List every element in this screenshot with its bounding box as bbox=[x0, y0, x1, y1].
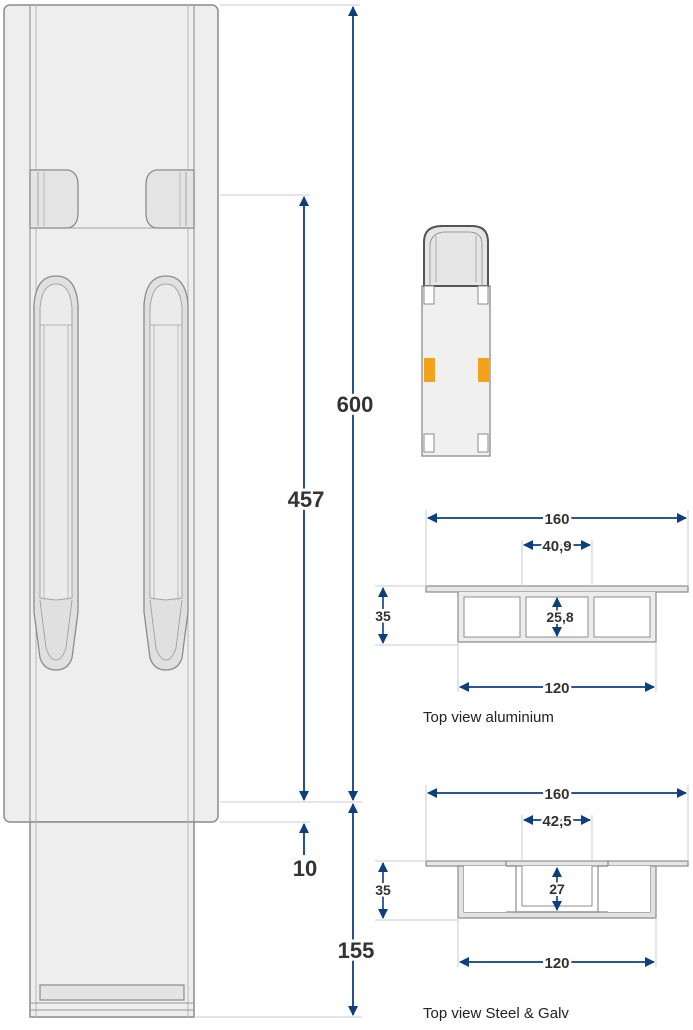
ramp-side-view bbox=[3, 4, 219, 1018]
extension-lines-side bbox=[196, 4, 362, 1018]
steel-dim-base: 120 bbox=[544, 955, 569, 972]
aluminium-dim-width: 160 bbox=[544, 511, 569, 528]
stop-block-left bbox=[29, 169, 79, 229]
marker-left bbox=[424, 358, 435, 382]
aluminium-dim-height: 35 bbox=[375, 608, 391, 624]
steel-dim-inner-height: 27 bbox=[549, 881, 565, 897]
grip-slot-left bbox=[33, 275, 79, 671]
aluminium-caption: Top view aluminium bbox=[423, 709, 554, 726]
steel-caption: Top view Steel & Galv bbox=[423, 1005, 569, 1022]
dim-label-457: 457 bbox=[288, 487, 325, 512]
steel-dim-height: 35 bbox=[375, 882, 391, 898]
end-cap bbox=[30, 984, 194, 1011]
aluminium-dim-base: 120 bbox=[544, 680, 569, 697]
vehicle-top-view-icon bbox=[421, 225, 491, 457]
stop-block-right bbox=[145, 169, 195, 229]
steel-dim-width: 160 bbox=[544, 786, 569, 803]
aluminium-dim-inner-height: 25,8 bbox=[546, 609, 573, 625]
steel-dim-slot: 42,5 bbox=[542, 813, 571, 830]
marker-right bbox=[478, 358, 489, 382]
grip-slot-right bbox=[143, 275, 189, 671]
steel-extension-lines bbox=[375, 785, 689, 967]
aluminium-extension-lines bbox=[375, 510, 689, 692]
aluminium-dim-slot: 40,9 bbox=[542, 538, 571, 555]
dim-label-600: 600 bbox=[337, 392, 374, 417]
dim-label-10: 10 bbox=[293, 856, 317, 881]
dim-label-155: 155 bbox=[338, 938, 375, 963]
